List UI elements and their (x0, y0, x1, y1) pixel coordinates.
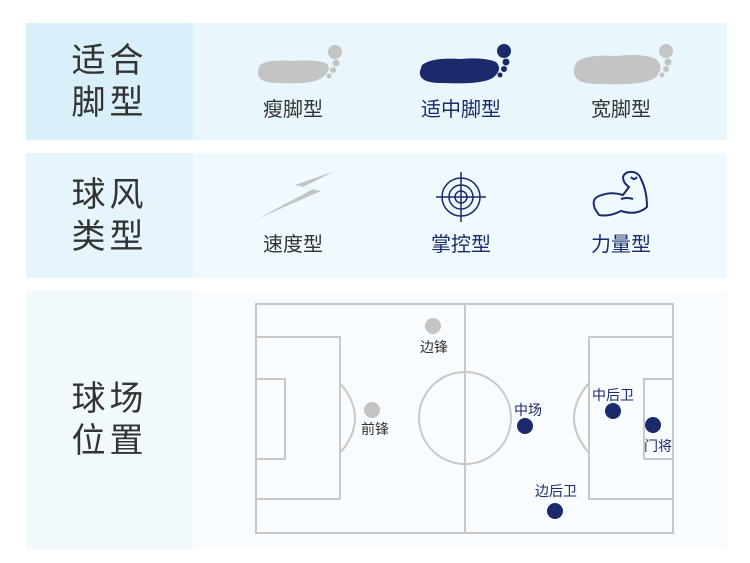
svg-text:边后卫: 边后卫 (535, 484, 577, 500)
field-position-row: 球场 位置 (26, 291, 727, 549)
muscle-arm-icon (592, 170, 648, 217)
foot-type-label: 适合 脚型 (26, 23, 193, 140)
position-midfield: 中场 (514, 403, 542, 434)
svg-text:中场: 中场 (514, 403, 542, 419)
option-label: 适中脚型 (421, 97, 501, 121)
crosshair-icon (436, 172, 486, 222)
position-winger: 边锋 (420, 318, 448, 356)
foot-icon (257, 45, 342, 84)
option-label: 掌控型 (431, 232, 491, 256)
position-center-back: 中后卫 (592, 388, 634, 419)
option-label: 宽脚型 (591, 97, 651, 121)
svg-text:门将: 门将 (644, 439, 672, 455)
foot-icon (419, 44, 511, 84)
svg-text:边锋: 边锋 (420, 340, 448, 356)
label-line: 球风 (71, 174, 148, 215)
svg-text:前锋: 前锋 (361, 421, 389, 438)
field-lines (255, 303, 674, 534)
play-style-label: 球风 类型 (26, 153, 193, 278)
label-line: 适合 (71, 40, 148, 81)
label-line: 球场 (71, 379, 148, 419)
position-goalkeeper: 门将 (644, 417, 672, 455)
option-label: 速度型 (263, 232, 323, 256)
label-line: 脚型 (71, 82, 148, 123)
field-position-label: 球场 位置 (26, 291, 193, 549)
option-label: 力量型 (591, 232, 651, 256)
option-label: 瘦脚型 (263, 97, 323, 121)
svg-text:中后卫: 中后卫 (592, 388, 634, 404)
position-striker: 前锋 (361, 402, 389, 438)
label-line: 类型 (71, 216, 148, 257)
play-style-row: 球风 类型 速度型 掌控型 力量型 (26, 153, 727, 278)
position-fullback: 边后卫 (535, 484, 577, 519)
label-line: 位置 (71, 421, 148, 461)
foot-icon (573, 44, 673, 85)
foot-type-row: 适合 脚型 瘦脚型 适中脚型 宽脚型 (26, 23, 727, 140)
